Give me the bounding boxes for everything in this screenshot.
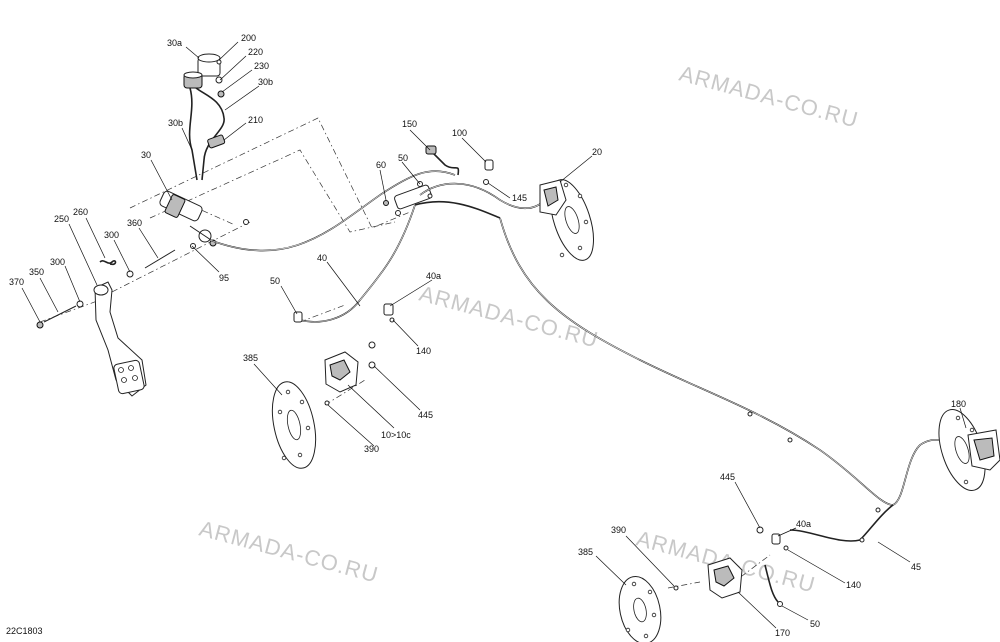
diagram-code: 22C1803 [6,626,43,636]
callout-370: 370 [9,277,24,287]
bushing-300-b [76,300,84,308]
front-left-disc-385 [271,381,330,469]
callout-150: 150 [402,119,417,129]
callout-50-c: 50 [810,619,820,629]
callout-140-b: 140 [846,580,861,590]
washer-140 [389,317,395,323]
hose-clamp-210 [207,134,226,149]
callout-30b: 30b [258,77,273,87]
reservoir-hose-30b [195,87,225,181]
rear-right-disc-caliper-180 [938,409,1000,491]
clip [875,507,881,513]
bushing-300 [126,270,134,278]
callout-20: 20 [592,147,602,157]
clip [787,437,793,443]
callout-40a-b: 40a [796,519,811,529]
callout-385-b: 385 [578,547,593,557]
callout-260: 260 [73,207,88,217]
callout-60: 60 [376,160,386,170]
brake-switch-150 [429,149,460,176]
screw-200 [216,59,222,65]
callout-220: 220 [248,47,263,57]
screw-390 [324,400,330,406]
callout-300: 300 [104,230,119,240]
junction-block-60 [383,181,433,216]
reservoir-30a [183,53,225,98]
callout-385: 385 [243,353,258,363]
front-left-line-40 [299,204,416,323]
washer-140-rear [783,545,789,551]
callout-360: 360 [127,218,142,228]
clip [859,537,865,543]
pivot-shaft-350 [43,305,77,323]
callout-30: 30 [141,150,151,160]
front-right-disc-caliper-20 [539,179,594,261]
brake-pedal [93,281,147,397]
return-spring-260 [99,260,117,266]
pivot-bolt-360 [144,249,176,269]
callouts: 30a 200 220 230 30b 30b 210 30 250 260 3… [9,33,966,638]
rear-brake-line-45 [499,217,946,506]
watermark: ARMADA-CO.RU [197,516,382,588]
banjo-bolt-50 [293,311,303,323]
callout-250: 250 [54,214,69,224]
callout-100: 100 [452,128,467,138]
alignment-lines [39,117,771,589]
callout-30b-side: 30b [168,118,183,128]
leader-lines [21,41,967,629]
banjo-fitting-40a [383,303,394,316]
watermark: ARMADA-CO.RU [677,61,862,133]
rear-left-caliper-170 [707,526,783,607]
switch-body [425,145,437,155]
reservoir-hose-30b-side [188,87,198,181]
callout-10-10c: 10>10c [381,430,411,440]
callout-230: 230 [254,61,269,71]
callout-40: 40 [317,253,327,263]
callout-145: 145 [512,193,527,203]
master-cylinder-30 [159,190,249,249]
callout-350: 350 [29,267,44,277]
callout-200: 200 [241,33,256,43]
watermarks: ARMADA-CO.RU ARMADA-CO.RU ARMADA-CO.RU A… [197,61,862,598]
callout-445-b: 445 [720,472,735,482]
front-line-b [414,200,501,219]
callout-180: 180 [951,399,966,409]
callout-40a: 40a [426,271,441,281]
clip [747,411,753,417]
callout-50: 50 [270,276,280,286]
callout-50-b: 50 [398,153,408,163]
callout-95: 95 [219,273,229,283]
rear-left-disc-385 [618,575,679,642]
callout-210: 210 [248,115,263,125]
nut-370 [36,321,44,329]
front-left-caliper-10 [324,341,376,393]
callout-170: 170 [775,628,790,638]
screw-145 [483,179,489,185]
watermark: ARMADA-CO.RU [417,281,602,353]
fitting-100 [484,159,494,171]
callout-30a: 30a [167,38,182,48]
banjo-fitting-40a-rear [771,533,781,545]
callout-390-b: 390 [611,525,626,535]
callout-300-b: 300 [50,257,65,267]
callout-445: 445 [418,410,433,420]
callout-140: 140 [416,346,431,356]
callout-45: 45 [911,562,921,572]
screw-390-rear [673,585,679,591]
callout-390: 390 [364,444,379,454]
